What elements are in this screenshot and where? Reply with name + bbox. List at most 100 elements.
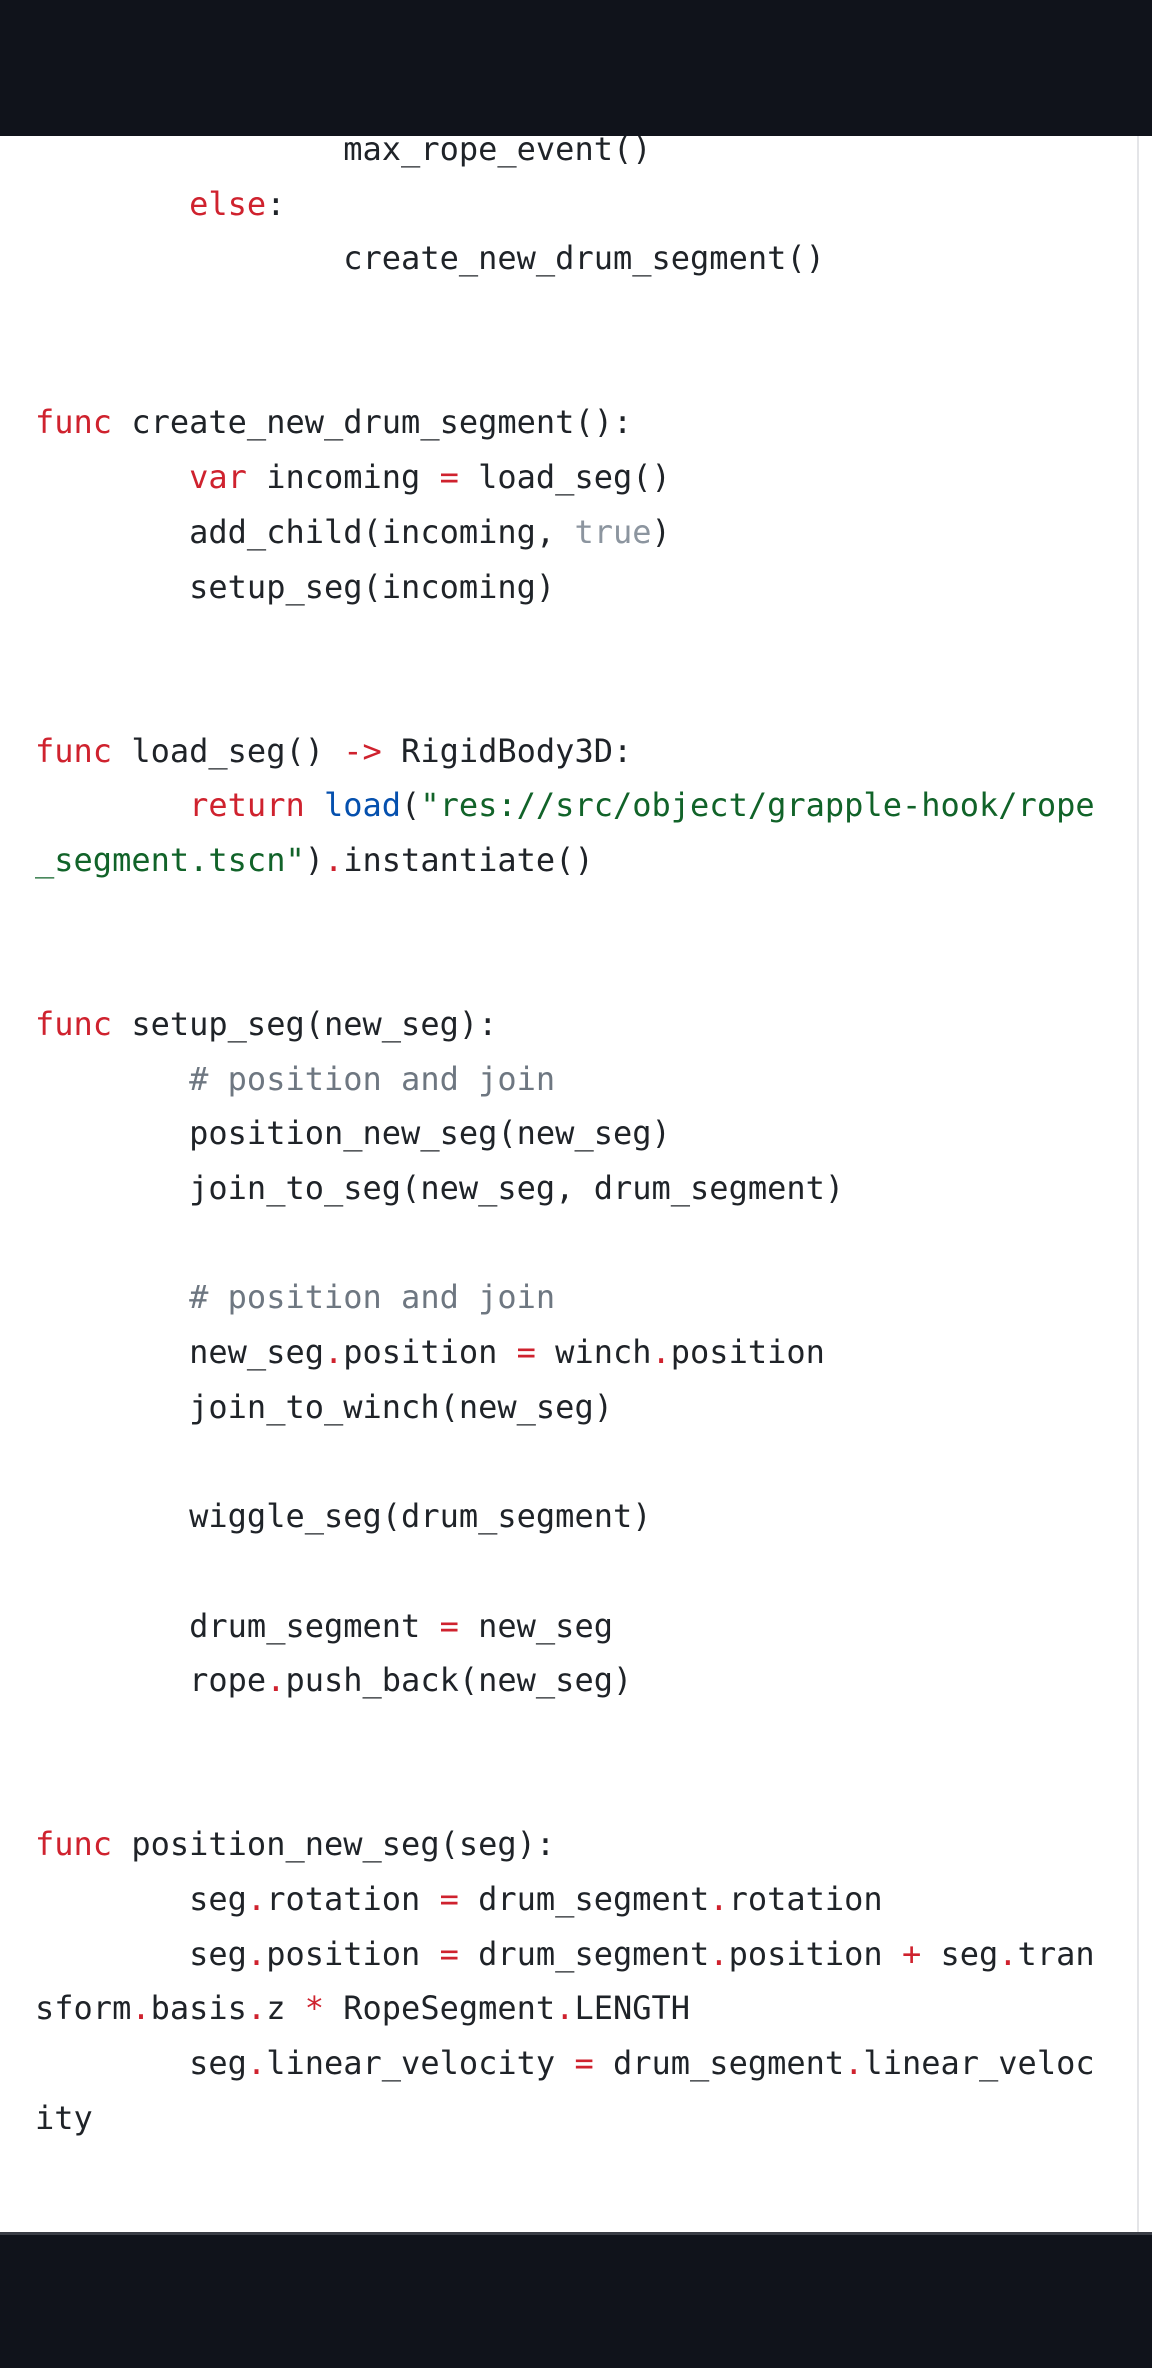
code-token: . <box>266 1661 286 1700</box>
code-token: rope <box>35 1661 267 1700</box>
code-token: : <box>266 184 286 223</box>
code-token: var <box>189 458 247 497</box>
code-line: ​ <box>35 888 1095 943</box>
code-view[interactable]: max_rope_event() else: create_new_drum_s… <box>0 136 1136 2232</box>
code-token: create_new_drum_segment(): <box>112 403 633 442</box>
code-token: func <box>35 1825 113 1864</box>
code-token: sform <box>35 1989 132 2028</box>
code-line: var incoming = load_seg() <box>35 450 1095 505</box>
code-token: # position and join <box>189 1278 556 1317</box>
code-line: func position_new_seg(seg): <box>35 1817 1095 1872</box>
code-line: func setup_seg(new_seg): <box>35 997 1095 1052</box>
code-token: basis <box>150 1989 247 2028</box>
code-token: = <box>574 2044 594 2083</box>
code-token <box>35 786 189 824</box>
code-token: z <box>266 1989 305 2028</box>
code-token: . <box>709 1880 729 1918</box>
code-line: join_to_winch(new_seg) <box>35 1380 1095 1435</box>
code-token: position <box>343 1333 517 1372</box>
code-line: func create_new_drum_segment(): <box>35 395 1095 450</box>
code-token: RopeSegment <box>323 1989 556 2028</box>
code-line: return load("res://src/object/grapple-ho… <box>35 778 1095 833</box>
code-line: create_new_drum_segment() <box>35 231 1095 286</box>
code-token: position <box>728 1934 902 1973</box>
code-token: "res://src/object/grapple-hook/rope <box>420 786 1095 825</box>
code-token <box>35 458 189 496</box>
code-token: push_back(new_seg) <box>285 1661 633 1700</box>
code-line: position_new_seg(new_seg) <box>35 1106 1095 1161</box>
code-token: load_seg() <box>112 731 344 770</box>
code-block: max_rope_event() else: create_new_drum_s… <box>35 136 1095 2145</box>
code-token: . <box>246 2044 267 2083</box>
code-token: . <box>246 1880 267 1918</box>
code-token: . <box>323 840 344 879</box>
code-token: wiggle_seg(drum_segment) <box>35 1497 652 1536</box>
code-token: ) <box>651 512 671 551</box>
code-line: ​ <box>35 1435 1095 1490</box>
code-line: seg.rotation = drum_segment.rotation <box>35 1872 1095 1927</box>
code-line: ​ <box>35 341 1095 396</box>
code-token <box>35 1060 189 1098</box>
code-token: . <box>998 1934 1018 1973</box>
code-token: drum_segment <box>35 1606 440 1645</box>
code-line: join_to_seg(new_seg, drum_segment) <box>35 1161 1095 1216</box>
code-token: * <box>304 1989 324 2028</box>
code-token: setup_seg(incoming) <box>35 567 556 606</box>
code-token: create_new_drum_segment() <box>35 239 825 278</box>
code-token: seg <box>35 1934 247 1973</box>
code-token: RigidBody3D: <box>381 731 633 770</box>
code-token: new_seg <box>35 1333 324 1372</box>
code-token <box>35 185 189 223</box>
code-token: _segment.tscn" <box>35 840 305 879</box>
code-line: ​ <box>35 614 1095 669</box>
code-line: wiggle_seg(drum_segment) <box>35 1489 1095 1544</box>
code-token: = <box>439 458 459 497</box>
code-token: seg <box>35 2044 247 2083</box>
top-app-bar <box>0 0 1152 136</box>
code-token: rotation <box>728 1880 883 1918</box>
code-line: rope.push_back(new_seg) <box>35 1653 1095 1708</box>
code-token: max_rope_event() <box>35 136 652 168</box>
code-token: + <box>901 1934 922 1973</box>
code-token: -> <box>343 731 382 770</box>
code-token: . <box>246 1934 267 1973</box>
code-line: add_child(incoming, true) <box>35 505 1095 560</box>
code-token: . <box>709 1934 729 1973</box>
code-token: . <box>651 1333 671 1372</box>
code-token: = <box>439 1934 459 1973</box>
code-line: _segment.tscn").instantiate() <box>35 833 1095 888</box>
code-token: . <box>844 2044 864 2083</box>
code-token: drum_segment <box>458 1880 710 1918</box>
code-line: ​ <box>35 669 1095 724</box>
code-token: position <box>266 1934 440 1973</box>
code-line: seg.linear_velocity = drum_segment.linea… <box>35 2036 1095 2091</box>
code-token: position_new_seg(seg): <box>112 1825 556 1864</box>
code-token: func <box>35 731 113 770</box>
code-token: winch <box>535 1333 652 1372</box>
code-line: new_seg.position = winch.position <box>35 1325 1095 1380</box>
code-token: setup_seg(new_seg): <box>112 1005 498 1043</box>
code-line: ity <box>35 2091 1095 2146</box>
code-token: position_new_seg(new_seg) <box>35 1114 671 1153</box>
code-token: linear_velocity <box>266 2044 575 2083</box>
code-token: load_seg() <box>458 458 671 497</box>
code-line: sform.basis.z * RopeSegment.LENGTH <box>35 1981 1095 2036</box>
code-token: ( <box>401 786 421 825</box>
code-line: seg.position = drum_segment.position + s… <box>35 1927 1094 1982</box>
code-token: # position and join <box>189 1059 556 1098</box>
code-token: ) <box>304 840 324 879</box>
code-token: drum_segment <box>458 1934 710 1973</box>
scrollbar-track[interactable] <box>1137 136 1139 2232</box>
code-token: linear_veloc <box>863 2044 1095 2083</box>
code-line: drum_segment = new_seg <box>35 1599 1095 1654</box>
code-token: else <box>189 184 267 223</box>
code-line: max_rope_event() <box>35 136 1095 177</box>
code-token: rotation <box>266 1880 440 1918</box>
code-token: return <box>189 786 305 825</box>
code-token: join_to_winch(new_seg) <box>35 1387 613 1426</box>
code-token: . <box>555 1989 575 2028</box>
code-token <box>305 786 324 824</box>
code-line: ​ <box>35 1763 1095 1818</box>
code-token: = <box>439 1606 459 1645</box>
code-line: ​ <box>35 942 1095 997</box>
